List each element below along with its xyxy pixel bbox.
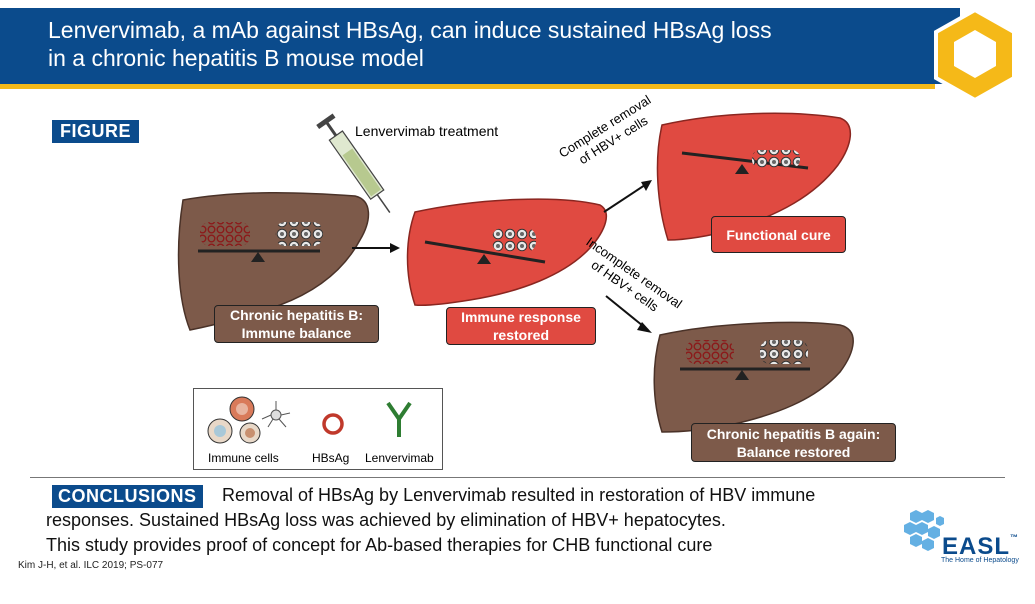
chronic-box-line-2: Immune balance [241,325,352,341]
restored-box-line-2: restored [492,327,549,343]
conclusions-line-2: responses. Sustained HBsAg loss was achi… [46,510,726,530]
treatment-label: Lenvervimab treatment [355,123,499,139]
easl-wordmark: EASL™ [942,533,1019,561]
fulcrum-4 [735,370,749,380]
arrow-complete-removal [603,182,649,213]
header-bar [0,8,960,84]
title-line-2: in a chronic hepatitis B mouse model [48,45,424,71]
immune-cells-icon [207,396,291,444]
chronic-box-line-1: Chronic hepatitis B: [229,307,363,323]
conclusions-line-3: This study provides proof of concept for… [46,535,713,555]
slide-title: Lenvervimab, a mAb against HBsAg, can in… [48,16,908,72]
fulcrum-2 [477,254,491,264]
syringe-icon [316,113,391,214]
legend-lenvervimab: Lenvervimab [365,451,434,465]
hbsag-cluster-1 [200,222,250,246]
hbsag-icon [322,413,344,435]
immune-cluster-1 [275,222,323,246]
chronic-again-box: Chronic hepatitis B again: Balance resto… [691,423,896,462]
conclusions-line-1: Removal of HBsAg by Lenvervimab resulted… [222,485,816,505]
chronic-hepatitis-box: Chronic hepatitis B: Immune balance [214,305,379,343]
easl-name: EASL [942,533,1011,560]
title-line-1: Lenvervimab, a mAb against HBsAg, can in… [48,17,772,43]
figure-label: FIGURE [52,120,140,143]
legend-box: Immune cells HBsAg Lenvervimab [193,388,443,470]
again-box-line-1: Chronic hepatitis B again: [706,425,881,442]
section-divider [30,477,1005,478]
easl-tagline: The Home of Hepatology [941,557,1019,564]
header-accent-stripe [0,84,935,89]
functional-cure-text: Functional cure [726,226,831,243]
functional-cure-box: Functional cure [711,216,846,253]
immune-cluster-2 [492,228,536,252]
legend-hbsag: HBsAg [312,451,350,465]
immune-cluster-4 [760,340,808,364]
hexagon-logo-icon [934,7,1016,102]
liver-restored [406,198,608,306]
easl-logo-icon [904,510,944,551]
easl-tm: ™ [1010,533,1020,542]
hbsag-cluster-4 [686,340,734,364]
liver-functional-cure [656,112,851,241]
legend-immune-cells: Immune cells [208,451,279,465]
conclusions-label: CONCLUSIONS [52,485,203,508]
balance-beam-2 [424,240,546,264]
again-box-line-2: Balance restored [736,443,851,460]
fulcrum-1 [251,252,265,262]
immune-restored-box: Immune response restored [446,307,596,345]
liver-chronic [177,191,370,331]
lenvervimab-icon [386,401,412,437]
citation: Kim J-H, et al. ILC 2019; PS-077 [18,560,164,571]
fulcrum-3 [735,164,749,174]
restored-box-line-1: Immune response [461,309,581,325]
liver-chronic-again [653,321,854,433]
immune-cluster-3 [752,150,800,168]
